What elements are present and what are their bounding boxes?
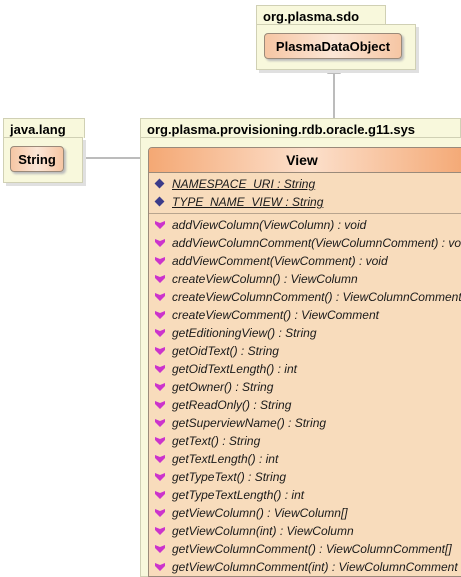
operations-section: addViewColumn(ViewColumn) : void addViewC… xyxy=(149,214,461,576)
operation-icon xyxy=(155,473,165,481)
operation-label: getViewColumnComment(int) : ViewColumnCo… xyxy=(172,560,458,574)
operation-item[interactable]: getTypeText() : String xyxy=(149,468,461,486)
operation-label: getReadOnly() : String xyxy=(172,398,292,412)
class-string[interactable]: String xyxy=(10,146,64,172)
attribute-item[interactable]: TYPE_NAME_VIEW : String xyxy=(149,193,461,211)
operation-icon xyxy=(155,455,165,463)
package-name: java.lang xyxy=(10,122,66,137)
operation-label: getSuperviewName() : String xyxy=(172,416,327,430)
class-name: View xyxy=(286,152,318,168)
operation-label: getTypeTextLength() : int xyxy=(172,488,305,502)
operation-label: createViewColumnComment() : ViewColumnCo… xyxy=(172,290,461,304)
class-view[interactable]: View NAMESPACE_URI : String TYPE_NAME_VI… xyxy=(148,147,461,577)
operation-item[interactable]: getOidText() : String xyxy=(149,342,461,360)
package-tab-provisioning: org.plasma.provisioning.rdb.oracle.g11.s… xyxy=(140,118,461,138)
operation-item[interactable]: getViewColumnComment(int) : ViewColumnCo… xyxy=(149,558,461,576)
operation-label: createViewComment() : ViewComment xyxy=(172,308,379,322)
package-name: org.plasma.provisioning.rdb.oracle.g11.s… xyxy=(147,122,416,137)
operation-icon xyxy=(155,311,165,319)
operation-label: getViewColumn() : ViewColumn[] xyxy=(172,506,348,520)
operation-item[interactable]: createViewColumn() : ViewColumn xyxy=(149,270,461,288)
operation-item[interactable]: createViewComment() : ViewComment xyxy=(149,306,461,324)
operation-icon xyxy=(155,563,165,571)
operation-icon xyxy=(155,239,165,247)
attribute-label: TYPE_NAME_VIEW : String xyxy=(172,195,324,209)
class-plasma-data-object[interactable]: PlasmaDataObject xyxy=(264,33,402,59)
operation-icon xyxy=(155,275,165,283)
operation-icon xyxy=(155,527,165,535)
operation-item[interactable]: getEditioningView() : String xyxy=(149,324,461,342)
operation-label: addViewColumn(ViewColumn) : void xyxy=(172,218,367,232)
operation-label: getOidText() : String xyxy=(172,344,279,358)
operation-item[interactable]: getOwner() : String xyxy=(149,378,461,396)
package-tab-java-lang: java.lang xyxy=(3,118,85,138)
operation-label: getTypeText() : String xyxy=(172,470,287,484)
attributes-section: NAMESPACE_URI : String TYPE_NAME_VIEW : … xyxy=(149,173,461,214)
operation-icon xyxy=(155,329,165,337)
operation-icon xyxy=(155,383,165,391)
operation-item[interactable]: getViewColumn() : ViewColumn[] xyxy=(149,504,461,522)
package-tab-sdo: org.plasma.sdo xyxy=(256,5,386,25)
operation-item[interactable]: getText() : String xyxy=(149,432,461,450)
attribute-item[interactable]: NAMESPACE_URI : String xyxy=(149,175,461,193)
attribute-label: NAMESPACE_URI : String xyxy=(172,177,316,191)
attribute-icon xyxy=(154,178,165,189)
class-header: View xyxy=(149,148,461,173)
operation-item[interactable]: getOidTextLength() : int xyxy=(149,360,461,378)
operation-label: createViewColumn() : ViewColumn xyxy=(172,272,358,286)
operation-item[interactable]: addViewColumn(ViewColumn) : void xyxy=(149,216,461,234)
operation-icon xyxy=(155,365,165,373)
operation-label: getOwner() : String xyxy=(172,380,274,394)
operation-item[interactable]: createViewColumnComment() : ViewColumnCo… xyxy=(149,288,461,306)
operation-item[interactable]: getReadOnly() : String xyxy=(149,396,461,414)
operation-icon xyxy=(155,509,165,517)
class-name: PlasmaDataObject xyxy=(275,38,391,54)
operation-icon xyxy=(155,401,165,409)
operation-label: getOidTextLength() : int xyxy=(172,362,297,376)
operation-icon xyxy=(155,491,165,499)
operation-icon xyxy=(155,419,165,427)
operation-icon xyxy=(155,221,165,229)
operation-label: addViewComment(ViewComment) : void xyxy=(172,254,388,268)
attribute-icon xyxy=(154,196,165,207)
operation-item[interactable]: getViewColumnComment() : ViewColumnComme… xyxy=(149,540,461,558)
operation-item[interactable]: getTypeTextLength() : int xyxy=(149,486,461,504)
operation-label: getViewColumn(int) : ViewColumn xyxy=(172,524,354,538)
operation-item[interactable]: addViewColumnComment(ViewColumnComment) … xyxy=(149,234,461,252)
class-name: String xyxy=(18,151,56,167)
operation-icon xyxy=(155,347,165,355)
operation-label: getTextLength() : int xyxy=(172,452,279,466)
operation-icon xyxy=(155,293,165,301)
operation-icon xyxy=(155,257,165,265)
operation-icon xyxy=(155,545,165,553)
operation-item[interactable]: getTextLength() : int xyxy=(149,450,461,468)
operation-label: getText() : String xyxy=(172,434,261,448)
operation-item[interactable]: addViewComment(ViewComment) : void xyxy=(149,252,461,270)
operation-icon xyxy=(155,437,165,445)
operation-item[interactable]: getViewColumn(int) : ViewColumn xyxy=(149,522,461,540)
operation-label: getViewColumnComment() : ViewColumnComme… xyxy=(172,542,452,556)
operation-label: addViewColumnComment(ViewColumnComment) … xyxy=(172,236,461,250)
operation-label: getEditioningView() : String xyxy=(172,326,317,340)
operation-item[interactable]: getSuperviewName() : String xyxy=(149,414,461,432)
package-name: org.plasma.sdo xyxy=(263,9,360,24)
